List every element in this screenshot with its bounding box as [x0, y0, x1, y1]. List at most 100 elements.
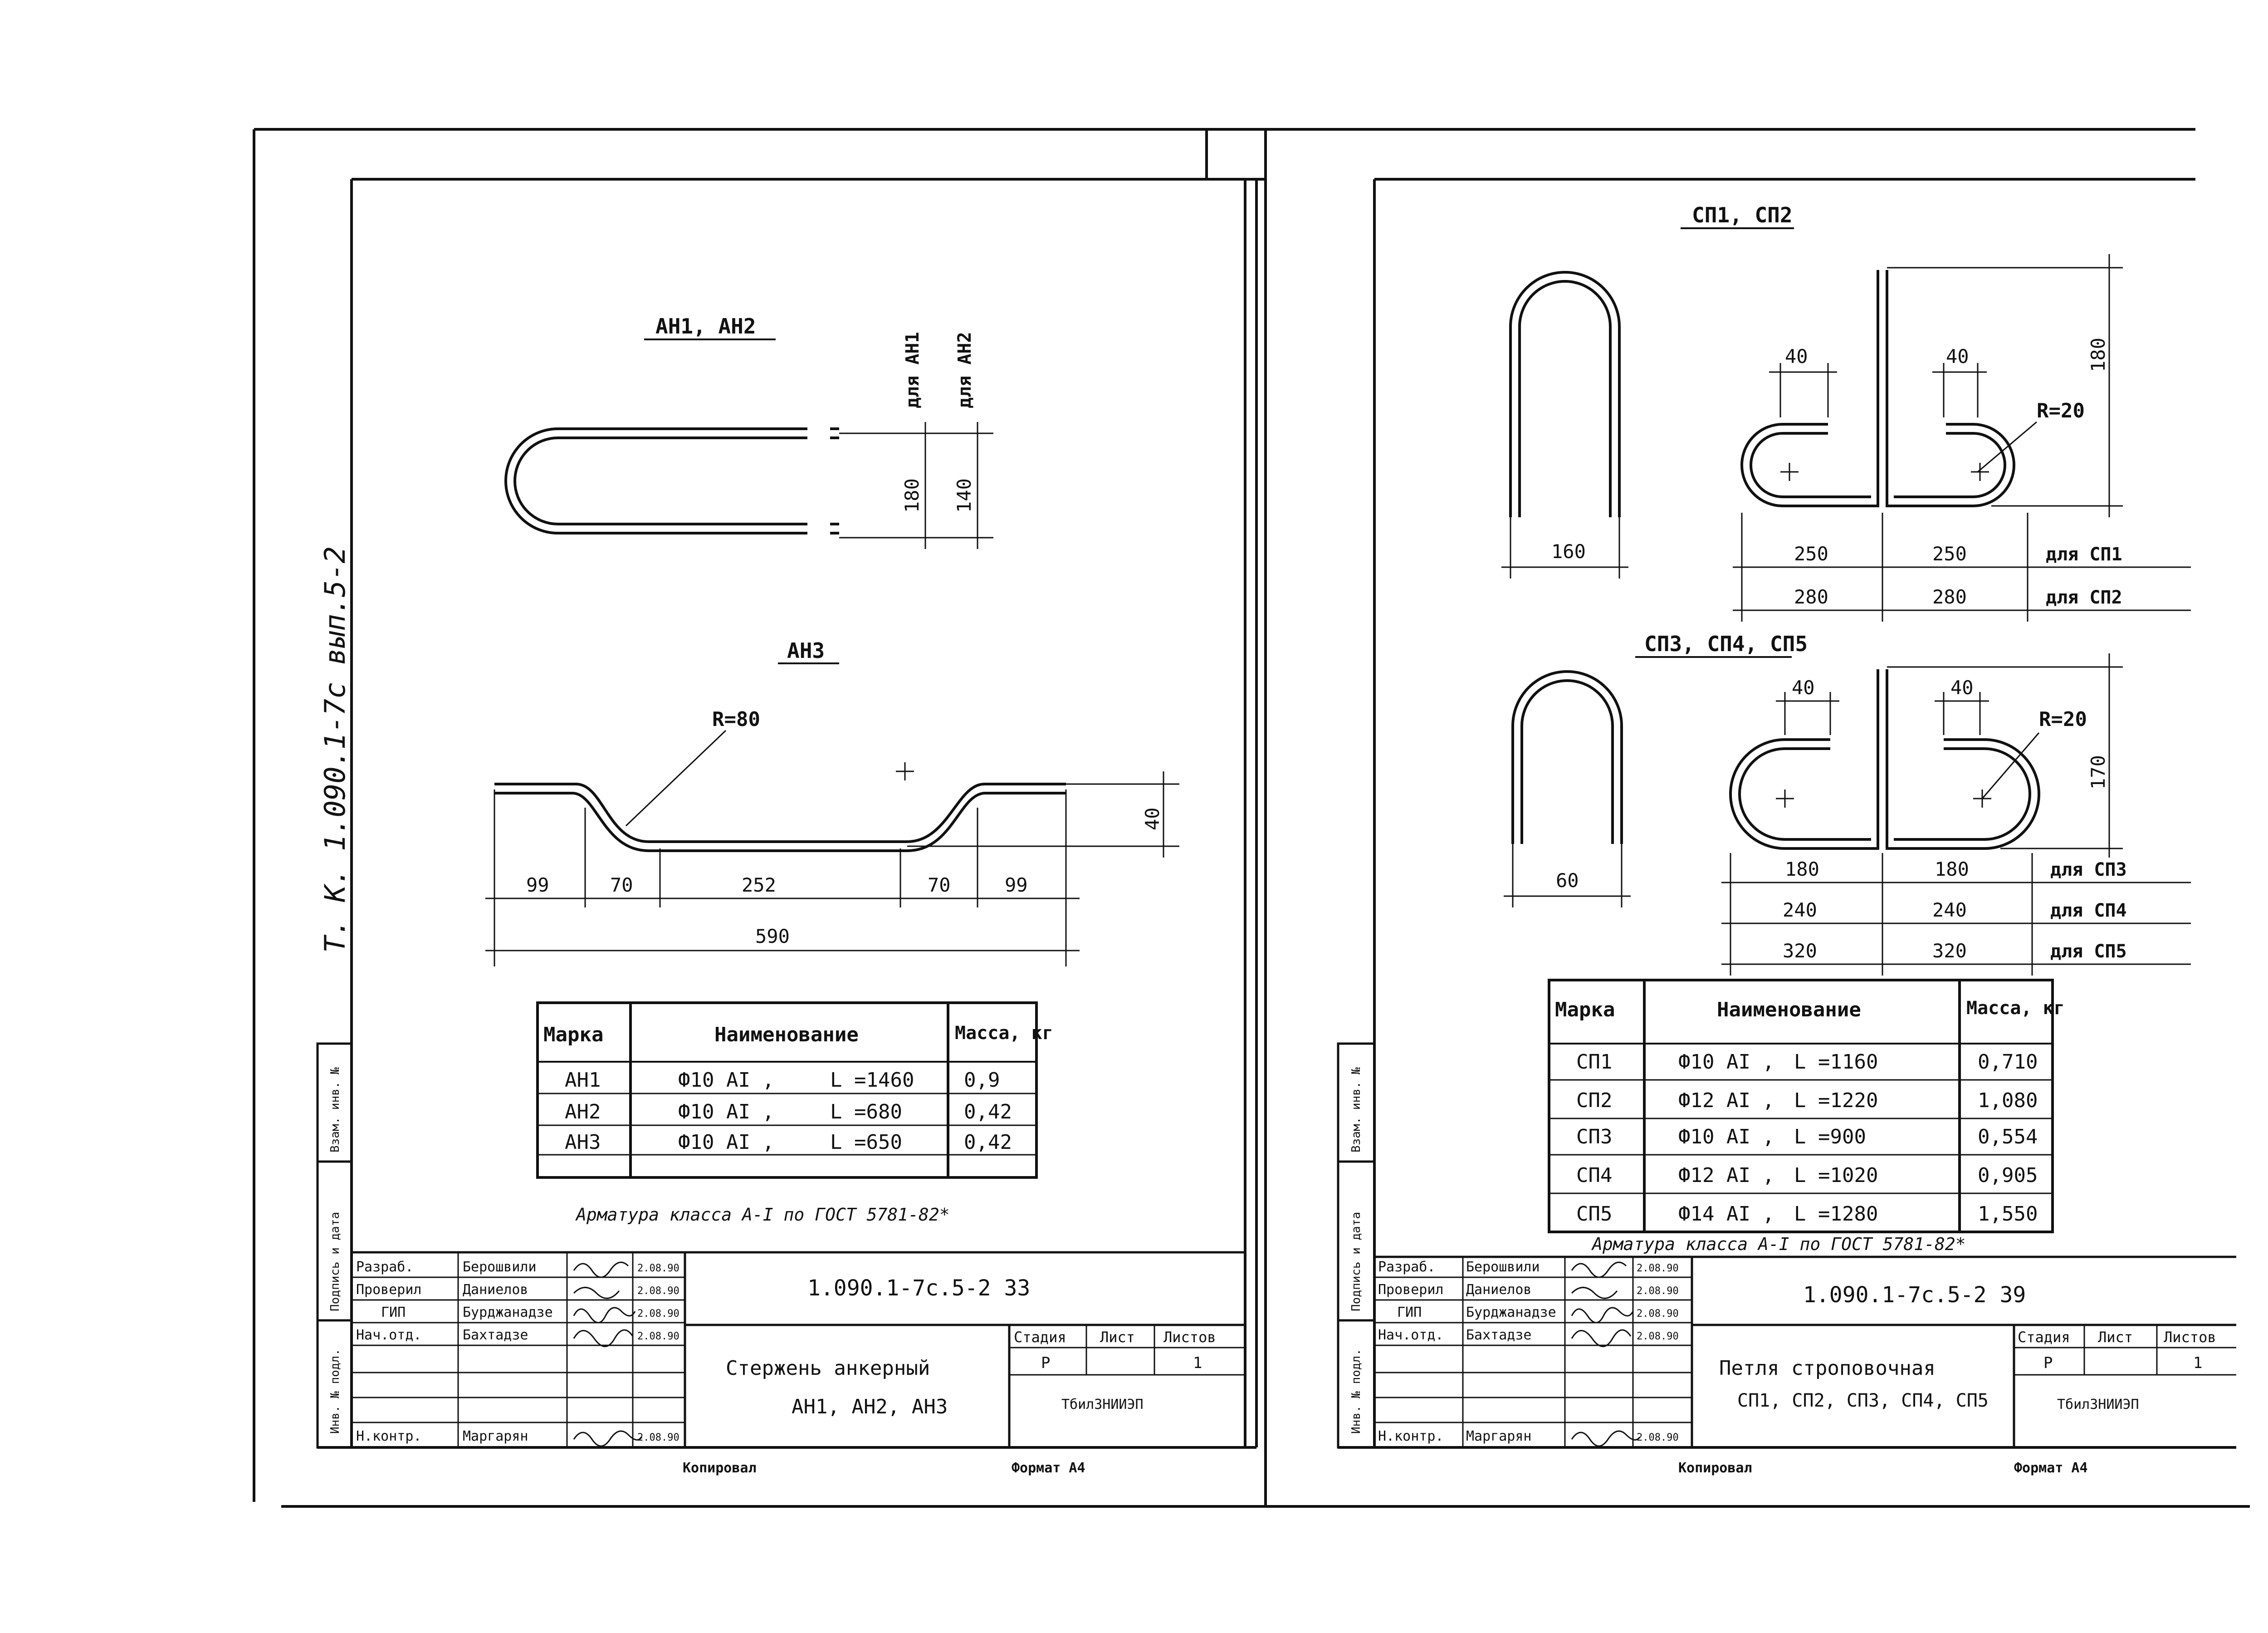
dim-an3-height [907, 771, 1179, 858]
table-cell-name: Ф12 АI , [1678, 1164, 1774, 1187]
lifting-loop-sp12-side-right [1886, 270, 2015, 507]
sheet-header: Лист [1100, 1329, 1135, 1346]
role-label: Проверил [1378, 1282, 1444, 1298]
anchor-rod-an12 [504, 427, 839, 535]
table-cell-mass: 1,550 [1978, 1202, 2038, 1226]
table-cell-mark: СП5 [1576, 1202, 1612, 1226]
drawing-title: Петля строповочная [1719, 1357, 1936, 1380]
table-cell-mass: 0,710 [1978, 1050, 2038, 1074]
role-label: Проверил [356, 1282, 422, 1298]
lifting-loop-sp345-front [1511, 670, 1623, 844]
dim-sp12-chain [1733, 513, 2191, 622]
person-name: Бахтадзе [1466, 1327, 1532, 1343]
dim-40: 40 [1950, 677, 1974, 699]
dim-an3-chain [485, 790, 1080, 966]
table-cell-name: Ф10 АI , [1678, 1050, 1774, 1074]
dim-180: 180 [1935, 858, 1969, 880]
role-label: ГИП [381, 1304, 406, 1320]
table-cell-mass: 0,554 [1978, 1125, 2038, 1148]
person-name: Бурджанадзе [463, 1304, 553, 1320]
anchor-rod-an3-inner [494, 792, 1066, 852]
sheets-header: Листов [1163, 1329, 1216, 1346]
rod-gap [807, 422, 830, 540]
stage-header: Стадия [2018, 1329, 2070, 1346]
dim-40: 40 [1792, 677, 1815, 699]
section-title-sp345: СП3, СП4, СП5 [1644, 632, 1808, 656]
drawing-subtitle: СП1, СП2, СП3, СП4, СП5 [1737, 1390, 1989, 1411]
sheets-value: 1 [2193, 1354, 2202, 1372]
table-header-mark: Марка [543, 1023, 603, 1046]
table-cell-mass: 0,9 [964, 1069, 1000, 1092]
stamp-replaces-inv: Взам. инв. № [328, 1067, 342, 1152]
stamp-inv-no: Инв. № подл. [328, 1349, 342, 1434]
dim-320: 320 [1932, 940, 1967, 962]
label-for-an1: для АН1 [902, 332, 923, 408]
radius-r20: R=20 [2037, 399, 2085, 422]
table-cell-mark: АН3 [565, 1131, 601, 1154]
reinforcement-note: Арматура класса А-I по ГОСТ 5781-82* [575, 1205, 950, 1225]
table-cell-length: L =1160 [1794, 1050, 1878, 1074]
radius-r20: R=20 [2039, 708, 2087, 731]
loop-inner [1750, 432, 1871, 498]
table-cell-mass: 0,905 [1978, 1164, 2038, 1187]
dim-40: 40 [1785, 345, 1808, 368]
sign-date: 2.08.90 [637, 1285, 679, 1297]
signature-scribbles [573, 1261, 643, 1447]
role-label: ГИП [1397, 1304, 1422, 1320]
stage-header: Стадия [1014, 1329, 1066, 1346]
reinforcement-note: Арматура класса А-I по ГОСТ 5781-82* [1591, 1234, 1966, 1254]
stamp-inv-no: Инв. № подл. [1349, 1349, 1363, 1434]
left-title-block-people: Разраб. Берошвили 2.08.90 Проверил Дание… [356, 1259, 679, 1444]
dim-99-right: 99 [1005, 874, 1028, 896]
stamp-signature-date: Подпись и дата [328, 1212, 342, 1311]
sign-date: 2.08.90 [1637, 1285, 1679, 1297]
label-for-sp4: для СП4 [2050, 900, 2127, 921]
dim-320: 320 [1783, 940, 1817, 962]
dim-180-vertical: 180 [2087, 338, 2109, 372]
table-cell-length: L =680 [830, 1100, 902, 1123]
table-cell-mark: СП2 [1576, 1089, 1612, 1112]
dim-140: 140 [953, 478, 975, 513]
signature-scribbles [1571, 1261, 1641, 1447]
lifting-loop-sp345-side-left [1729, 669, 1879, 850]
organization: ТбилЗНИИЭП [2057, 1397, 2139, 1412]
footer-format: Формат А4 [1012, 1460, 1085, 1476]
right-side-stamp [1337, 1042, 1376, 1449]
role-label: Нач.отд. [356, 1327, 422, 1343]
sign-date: 2.08.90 [1637, 1331, 1679, 1342]
sign-date: 2.08.90 [1637, 1263, 1679, 1274]
sign-date: 2.08.90 [637, 1432, 679, 1443]
dim-sp345-top [1776, 653, 2123, 858]
right-title-block-people: Разраб. Берошвили 2.08.90 Проверил Дание… [1378, 1259, 1679, 1444]
sheets-header: Листов [2164, 1329, 2216, 1346]
table-cell-mark: СП4 [1576, 1164, 1612, 1187]
dim-250: 250 [1932, 543, 1967, 565]
person-name: Бурджанадзе [1466, 1304, 1556, 1320]
organization: ТбилЗНИИЭП [1061, 1397, 1144, 1412]
stage-value: Р [1041, 1354, 1050, 1372]
footer-format: Формат А4 [2014, 1460, 2088, 1476]
section-title-an12: АН1, АН2 [655, 314, 756, 338]
footer-copied: Копировал [683, 1460, 757, 1476]
table-cell-length: L =1020 [1794, 1164, 1878, 1187]
dim-240: 240 [1783, 899, 1817, 921]
right-spec-table [1548, 979, 2054, 1233]
table-cell-name: Ф10 АI , [1678, 1125, 1774, 1148]
lifting-loop-sp345-front-inner [1520, 679, 1614, 844]
person-name: Бахтадзе [463, 1327, 528, 1343]
anchor-rod-an3 [494, 783, 1066, 843]
dim-170-vertical: 170 [2087, 755, 2109, 790]
dim-240: 240 [1932, 899, 1967, 921]
person-name: Даниелов [1466, 1282, 1532, 1298]
drawing-title: Стержень анкерный [726, 1357, 930, 1380]
role-label: Разраб. [1378, 1259, 1435, 1275]
lifting-loop-sp12-front-inner [1518, 280, 1612, 517]
table-cell-name: Ф12 АI , [1678, 1089, 1774, 1112]
radius-r80: R=80 [712, 708, 760, 731]
center-marks [1776, 790, 1991, 808]
loop-inner [1894, 432, 2006, 498]
section-title-sp12: СП1, СП2 [1692, 203, 1793, 227]
dim-40: 40 [1946, 345, 1969, 368]
dim-70-left: 70 [610, 874, 633, 896]
dim-180: 180 [1785, 858, 1819, 880]
